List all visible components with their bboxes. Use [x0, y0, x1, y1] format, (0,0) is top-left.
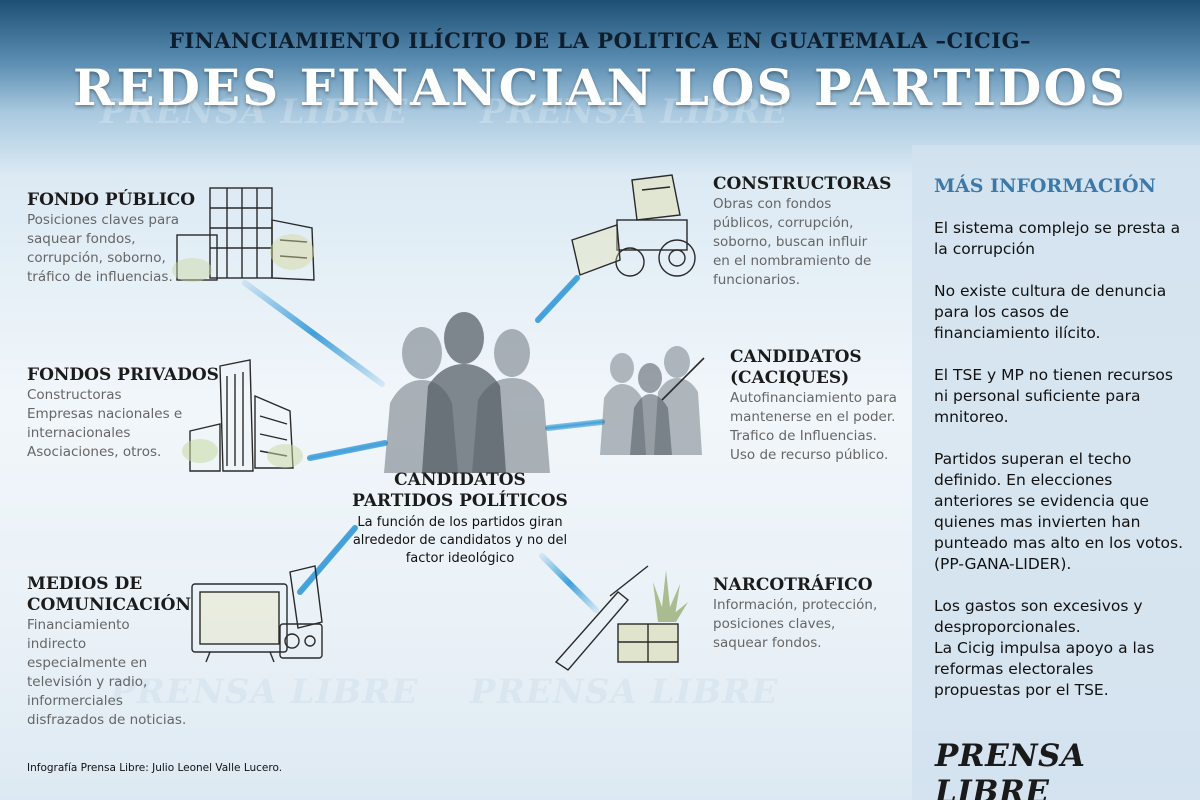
connector-constructoras — [535, 275, 580, 323]
sidebar-note: Los gastos son excesivos y desproporcion… — [934, 597, 1155, 699]
block-medios: MEDIOS DE COMUNICACIÓN Financiamiento in… — [27, 574, 267, 730]
block-title-line1: CANDIDATOS — [730, 347, 862, 367]
credit: Infografía Prensa Libre: Julio Leonel Va… — [27, 762, 283, 774]
block-fondo-publico: FONDO PÚBLICO Posiciones claves para saq… — [27, 190, 267, 287]
skyscraper-illustration — [182, 359, 303, 472]
block-line: Constructoras — [27, 387, 122, 403]
narco-illustration — [554, 565, 688, 671]
page-title: REDES FINANCIAN LOS PARTIDOS — [72, 58, 1128, 117]
bulldozer-illustration — [571, 174, 696, 277]
sidebar-note: El sistema complejo se presta a la corru… — [934, 219, 1181, 258]
header: FINANCIAMIENTO ILÍCITO DE LA POLITICA EN… — [0, 0, 1200, 140]
sidebar-notes: El sistema complejo se presta a la corru… — [934, 218, 1184, 722]
block-line: Trafico de Influencias. — [730, 428, 877, 444]
connector-medios — [297, 525, 358, 595]
block-title: CONSTRUCTORAS — [713, 174, 892, 194]
sidebar-note: El TSE y MP no tienen recursos ni person… — [934, 366, 1173, 426]
block-narcotrafico: NARCOTRÁFICO Información, protección, po… — [713, 575, 953, 653]
block-text: Información, protección, posiciones clav… — [713, 597, 878, 651]
center-block: CANDIDATOS PARTIDOS POLÍTICOS La función… — [345, 470, 575, 568]
block-text: Financiamiento indirecto especialmente e… — [27, 617, 187, 728]
block-caciques: CANDIDATOS (CACIQUES) Autofinanciamiento… — [730, 347, 970, 465]
sidebar-heading: MÁS INFORMACIÓN — [934, 175, 1156, 197]
block-text: Posiciones claves para saquear fondos, c… — [27, 212, 180, 285]
kicker: FINANCIAMIENTO ILÍCITO DE LA POLITICA EN… — [168, 28, 1032, 53]
candidates-illustration — [384, 312, 550, 473]
block-title-line2: COMUNICACIÓN — [27, 595, 192, 615]
media-illustration — [191, 565, 323, 663]
connector-caciques — [545, 419, 605, 431]
block-line: Empresas nacionales e internacionales — [27, 406, 183, 441]
block-line: Autofinanciamiento para mantenerse en el… — [730, 390, 897, 425]
block-text: Obras con fondos públicos, corrupción, s… — [713, 196, 872, 288]
connector-narco — [539, 553, 599, 613]
block-title-line1: MEDIOS DE — [27, 574, 143, 594]
center-title-line2: PARTIDOS POLÍTICOS — [352, 491, 568, 511]
block-line: Asociaciones, otros. — [27, 444, 162, 460]
block-line: Uso de recurso público. — [730, 447, 889, 463]
sidebar-note: Partidos superan el techo definido. En e… — [934, 450, 1184, 573]
sidebar: MÁS INFORMACIÓN El sistema complejo se p… — [912, 145, 1200, 800]
sidebar-note: No existe cultura de denuncia para los c… — [934, 282, 1167, 342]
connector-fondos-privados — [307, 440, 388, 461]
block-title: NARCOTRÁFICO — [713, 575, 873, 595]
block-fondos-privados: FONDOS PRIVADOS Constructoras Empresas n… — [27, 365, 267, 462]
block-title: FONDOS PRIVADOS — [27, 365, 219, 385]
block-title-line2: (CACIQUES) — [730, 368, 850, 388]
block-constructoras: CONSTRUCTORAS Obras con fondos públicos,… — [713, 174, 953, 290]
block-title: FONDO PÚBLICO — [27, 190, 196, 210]
center-description: La función de los partidos giran alreded… — [352, 515, 568, 566]
prensa-libre-logo: PRENSA LIBRE — [935, 738, 1086, 800]
connector-fondo-publico — [242, 280, 385, 387]
caciques-illustration — [600, 346, 705, 455]
building-illustration — [172, 187, 315, 282]
center-title-line1: CANDIDATOS — [394, 470, 526, 490]
